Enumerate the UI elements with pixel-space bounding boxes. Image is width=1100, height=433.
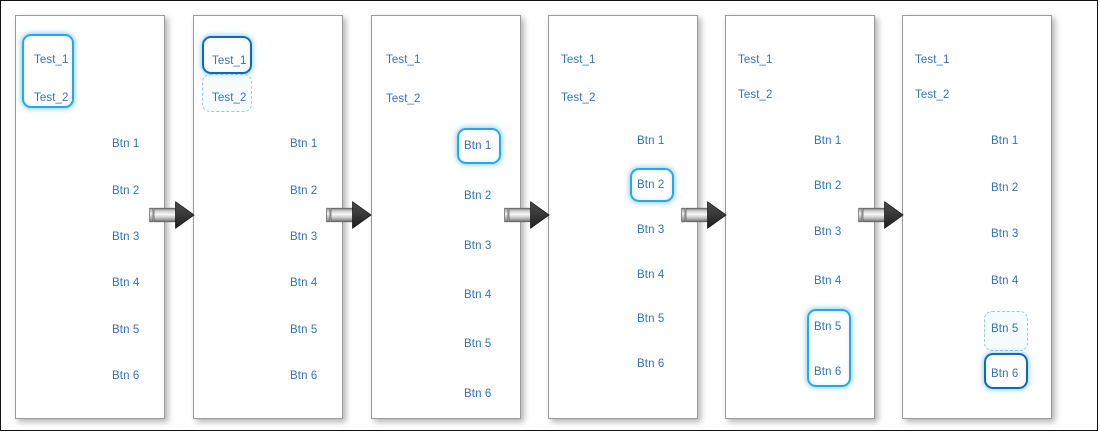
btn-6-label[interactable]: Btn 6	[637, 358, 665, 370]
test-2-label[interactable]: Test_2	[386, 93, 421, 105]
btn-6-label[interactable]: Btn 6	[290, 370, 318, 382]
btn-1-label[interactable]: Btn 1	[991, 135, 1019, 147]
test-1-label[interactable]: Test_1	[34, 54, 69, 66]
btn-5-label[interactable]: Btn 5	[814, 321, 842, 333]
btn-6-label[interactable]: Btn 6	[991, 368, 1019, 380]
btn-6-label[interactable]: Btn 6	[112, 370, 140, 382]
highlight-btn-1[interactable]	[457, 128, 501, 164]
btn-3-label[interactable]: Btn 3	[637, 224, 665, 236]
highlight-test-2[interactable]	[202, 74, 252, 112]
btn-4-label[interactable]: Btn 4	[637, 269, 665, 281]
btn-4-label[interactable]: Btn 4	[290, 277, 318, 289]
btn-5-label[interactable]: Btn 5	[112, 324, 140, 336]
btn-2-label[interactable]: Btn 2	[464, 190, 492, 202]
highlight-btn-2[interactable]	[630, 168, 674, 202]
btn-5-label[interactable]: Btn 5	[464, 338, 492, 350]
test-2-label[interactable]: Test_2	[561, 92, 596, 104]
btn-2-label[interactable]: Btn 2	[290, 185, 318, 197]
test-2-label[interactable]: Test_2	[212, 92, 247, 104]
test-2-label[interactable]: Test_2	[738, 89, 773, 101]
btn-4-label[interactable]: Btn 4	[991, 275, 1019, 287]
highlight-test-1[interactable]	[202, 36, 252, 74]
btn-2-label[interactable]: Btn 2	[637, 179, 665, 191]
highlight-test-group[interactable]	[22, 34, 74, 108]
test-2-label[interactable]: Test_2	[915, 89, 950, 101]
test-1-label[interactable]: Test_1	[212, 55, 247, 67]
arrow-2-icon	[326, 200, 372, 230]
btn-1-label[interactable]: Btn 1	[112, 138, 140, 150]
btn-2-label[interactable]: Btn 2	[814, 180, 842, 192]
btn-3-label[interactable]: Btn 3	[991, 228, 1019, 240]
btn-2-label[interactable]: Btn 2	[991, 182, 1019, 194]
btn-1-label[interactable]: Btn 1	[464, 140, 492, 152]
btn-2-label[interactable]: Btn 2	[112, 185, 140, 197]
test-1-label[interactable]: Test_1	[738, 54, 773, 66]
btn-5-label[interactable]: Btn 5	[991, 323, 1019, 335]
btn-1-label[interactable]: Btn 1	[637, 135, 665, 147]
btn-5-label[interactable]: Btn 5	[290, 324, 318, 336]
arrow-3-icon	[504, 200, 550, 230]
btn-4-label[interactable]: Btn 4	[464, 289, 492, 301]
test-1-label[interactable]: Test_1	[561, 54, 596, 66]
test-1-label[interactable]: Test_1	[386, 54, 421, 66]
btn-3-label[interactable]: Btn 3	[290, 231, 318, 243]
btn-6-label[interactable]: Btn 6	[814, 366, 842, 378]
btn-5-label[interactable]: Btn 5	[637, 313, 665, 325]
btn-3-label[interactable]: Btn 3	[814, 226, 842, 238]
arrow-1-icon	[149, 200, 195, 230]
arrow-4-icon	[681, 200, 727, 230]
highlight-btn-5-6-group[interactable]	[807, 309, 851, 387]
highlight-btn-5[interactable]	[984, 311, 1028, 351]
arrow-5-icon	[858, 200, 904, 230]
btn-6-label[interactable]: Btn 6	[464, 388, 492, 400]
test-2-label[interactable]: Test_2	[34, 92, 69, 104]
test-1-label[interactable]: Test_1	[915, 54, 950, 66]
btn-4-label[interactable]: Btn 4	[112, 277, 140, 289]
btn-1-label[interactable]: Btn 1	[814, 135, 842, 147]
btn-3-label[interactable]: Btn 3	[112, 231, 140, 243]
btn-1-label[interactable]: Btn 1	[290, 138, 318, 150]
highlight-btn-6[interactable]	[984, 353, 1028, 389]
btn-4-label[interactable]: Btn 4	[814, 275, 842, 287]
btn-3-label[interactable]: Btn 3	[464, 240, 492, 252]
